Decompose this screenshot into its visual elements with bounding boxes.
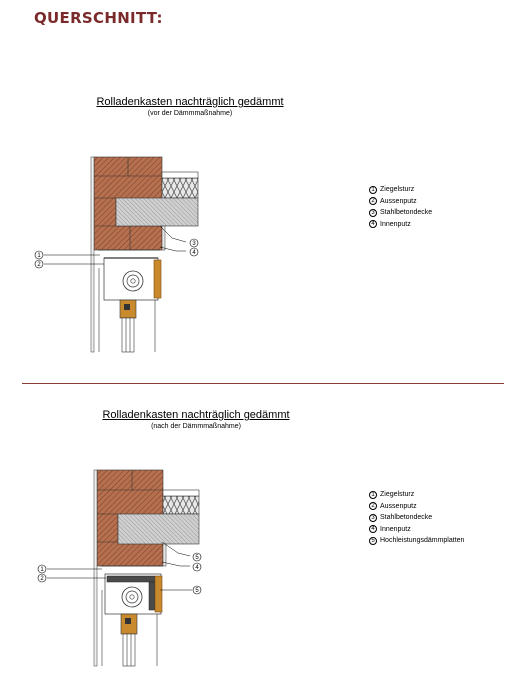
insulation-board-top [106, 575, 156, 583]
callout-4: 4 [189, 247, 199, 257]
shutter-box-frame [153, 259, 162, 299]
shutter-roller [121, 586, 143, 608]
shutter-box-frame [154, 575, 163, 613]
svg-text:3: 3 [192, 241, 196, 247]
section-subtitle: (vor der Dämmmaßnahme) [147, 110, 233, 117]
callout-2: 2 [37, 573, 47, 583]
exterior-render [90, 156, 95, 353]
exterior-render [93, 469, 98, 667]
section-title: Rolladenkasten nachträglich gedämmt [96, 96, 284, 108]
callout-1: 1 [37, 564, 47, 574]
svg-text:4: 4 [195, 565, 199, 571]
section-title: Rolladenkasten nachträglich gedämmt [102, 409, 290, 421]
callout-4: 4 [192, 562, 202, 572]
floor-insulation [162, 495, 200, 515]
callout-2: 2 [34, 259, 44, 269]
svg-text:2: 2 [37, 262, 41, 268]
interior-plaster [161, 225, 166, 251]
insulation-board-side [148, 581, 156, 611]
shutter-roller [122, 270, 144, 292]
svg-text:5: 5 [195, 588, 199, 594]
section-subtitle: (nach der Dämmmaßnahme) [151, 423, 241, 430]
callout-3: 3 [189, 238, 199, 248]
svg-text:2: 2 [40, 576, 44, 582]
page-title: QUERSCHNITT: [34, 9, 163, 27]
concrete-slab [115, 197, 199, 227]
concrete-slab [117, 513, 200, 545]
callout-1: 1 [34, 250, 44, 260]
svg-text:4: 4 [192, 250, 196, 256]
svg-text:1: 1 [40, 567, 44, 573]
section-divider [22, 383, 504, 384]
svg-text:1: 1 [37, 253, 41, 259]
callout-5: 5 [192, 552, 202, 562]
cross-section-drawing: 3 4 1 2 [34, 156, 199, 353]
svg-text:5: 5 [195, 555, 199, 561]
callout-6: 5 [192, 585, 202, 595]
